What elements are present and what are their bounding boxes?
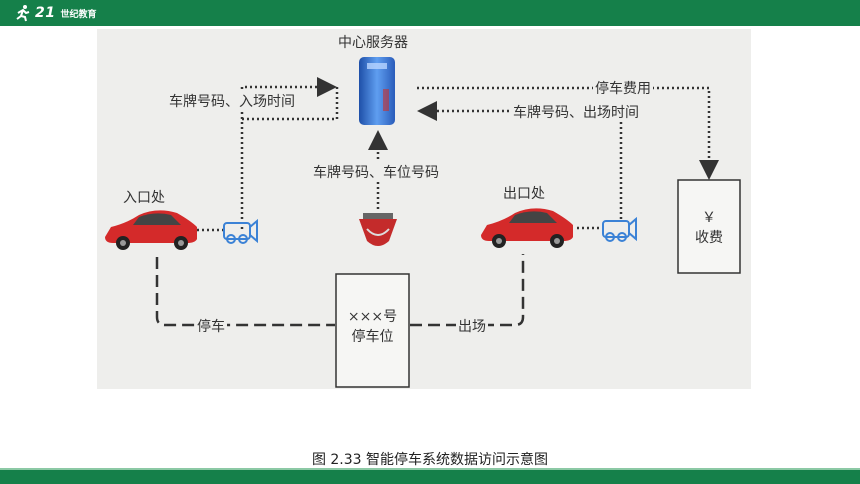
logo-subtitle: 世纪教育: [60, 9, 97, 20]
space-flow-label: 车牌号码、车位号码: [311, 162, 441, 182]
fee-symbol: ￥: [702, 210, 716, 226]
parking-space-box: [335, 273, 410, 388]
parking-space-number: ×××号: [347, 309, 398, 325]
runner-icon: [16, 5, 30, 22]
entry-label: 入口处: [123, 190, 165, 206]
exit-label: 出口处: [503, 186, 545, 202]
footer-stripe: [0, 468, 860, 470]
fee-flow-label: 停车费用: [593, 78, 653, 98]
parking-label: 停车: [195, 316, 227, 336]
exit-flow-label: 车牌号码、出场时间: [511, 102, 641, 122]
server-label: 中心服务器: [338, 35, 408, 51]
server-to-fee-arrow: [417, 86, 719, 180]
logo-text: 21: [35, 5, 56, 21]
brand-logo: 21 世纪教育: [14, 3, 97, 23]
exit-to-server-arrow: [417, 101, 623, 219]
footer-bar: [0, 470, 860, 484]
entry-camera-icon: [223, 218, 258, 244]
exit-car-icon: [481, 208, 573, 248]
leaving-path: [410, 254, 525, 327]
parking-space-text: ×××号 停车位: [336, 306, 409, 346]
parking-path: [155, 257, 335, 327]
header-bar: 21 世纪教育: [0, 0, 860, 26]
exit-camera-icon: [602, 216, 637, 242]
fee-box: [677, 179, 741, 274]
entry-car-icon: [105, 210, 197, 250]
fee-title: 收费: [695, 230, 723, 246]
parking-space-title: 停车位: [351, 329, 394, 345]
dome-camera-icon: [359, 213, 397, 246]
server-icon: [359, 57, 395, 125]
fee-box-text: ￥ 收费: [678, 207, 740, 247]
entry-flow-label: 车牌号码、入场时间: [167, 91, 297, 111]
diagram-canvas: [105, 57, 741, 388]
entry-to-server-arrow: [240, 85, 339, 229]
leaving-label: 出场: [456, 316, 488, 336]
figure-caption: 图 2.33 智能停车系统数据访问示意图: [311, 452, 549, 468]
parking-system-diagram: 中心服务器 入口处 出口处 车牌号码、入场时间 车牌号码、车位号码 车牌号码、出…: [97, 29, 751, 389]
